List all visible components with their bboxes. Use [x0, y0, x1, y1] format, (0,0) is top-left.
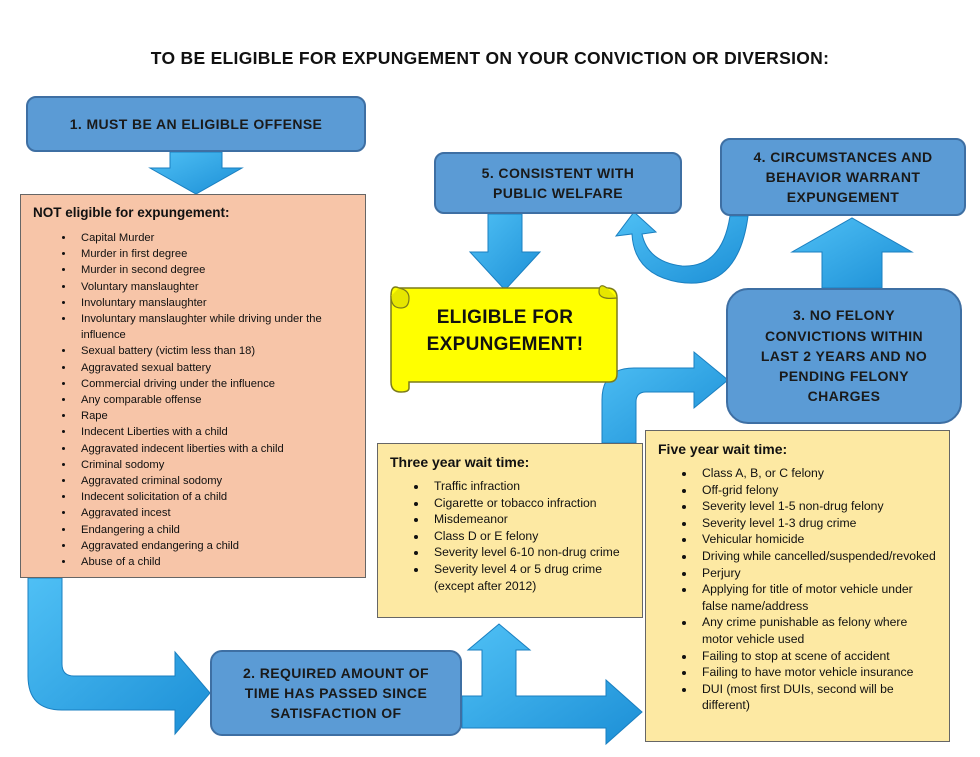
- five-year-list-box: Five year wait time: Class A, B, or C fe…: [645, 430, 950, 742]
- list-item: Aggravated criminal sodomy: [75, 473, 355, 489]
- list-item: Class A, B, or C felony: [696, 465, 939, 482]
- list-item: Sexual battery (victim less than 18): [75, 343, 355, 359]
- list-item: Severity level 4 or 5 drug crime (except…: [428, 561, 632, 594]
- arrow-step4-to-step5: [614, 211, 749, 284]
- list-item: Failing to stop at scene of accident: [696, 648, 939, 665]
- list-item: Cigarette or tobacco infraction: [428, 495, 632, 512]
- list-item: Rape: [75, 408, 355, 424]
- list-item: Endangering a child: [75, 522, 355, 538]
- page-title: TO BE ELIGIBLE FOR EXPUNGEMENT ON YOUR C…: [150, 48, 830, 68]
- not-eligible-list-box: NOT eligible for expungement: Capital Mu…: [20, 194, 366, 578]
- list-item: Off-grid felony: [696, 482, 939, 499]
- list-item: Aggravated indecent liberties with a chi…: [75, 441, 355, 457]
- list-item: Severity level 1-3 drug crime: [696, 515, 939, 532]
- arrow-step2-to-waits: [461, 623, 643, 746]
- list-item: Class D or E felony: [428, 528, 632, 545]
- eligible-banner-text: ELIGIBLE FOR EXPUNGEMENT!: [426, 307, 584, 355]
- list-item: Severity level 6-10 non-drug crime: [428, 544, 632, 561]
- arrow-step5-down: [468, 213, 542, 291]
- three-year-list: Traffic infraction Cigarette or tobacco …: [388, 478, 632, 594]
- step-3-no-felony: 3. NO FELONY CONVICTIONS WITHIN LAST 2 Y…: [726, 288, 962, 424]
- list-item: Involuntary manslaughter: [75, 295, 355, 311]
- list-item: Capital Murder: [75, 230, 355, 246]
- list-item: Driving while cancelled/suspended/revoke…: [696, 548, 939, 565]
- step-3-label: 3. NO FELONY CONVICTIONS WITHIN LAST 2 Y…: [760, 307, 928, 405]
- eligible-scroll-banner: [390, 285, 618, 393]
- step-2-required-time: 2. REQUIRED AMOUNT OF TIME HAS PASSED SI…: [210, 650, 462, 736]
- arrow-to-step2: [27, 577, 211, 736]
- step-4-circumstances: 4. CIRCUMSTANCES AND BEHAVIOR WARRANT EX…: [720, 138, 966, 216]
- list-item: Abuse of a child: [75, 554, 355, 570]
- list-item: Failing to have motor vehicle insurance: [696, 664, 939, 681]
- list-item: Vehicular homicide: [696, 531, 939, 548]
- list-item: Aggravated sexual battery: [75, 360, 355, 376]
- list-item: Severity level 1-5 non-drug felony: [696, 498, 939, 515]
- scroll-curl-right: [598, 285, 618, 299]
- step-5-public-welfare: 5. CONSISTENT WITH PUBLIC WELFARE: [434, 152, 682, 214]
- list-item: Indecent solicitation of a child: [75, 489, 355, 505]
- list-item: Applying for title of motor vehicle unde…: [696, 581, 939, 614]
- list-item: Voluntary manslaughter: [75, 279, 355, 295]
- scroll-curl-left: [390, 287, 410, 309]
- not-eligible-list: Capital Murder Murder in first degree Mu…: [31, 230, 355, 570]
- list-item: Criminal sodomy: [75, 457, 355, 473]
- list-item: Murder in first degree: [75, 246, 355, 262]
- arrow-step1-down: [148, 151, 244, 195]
- list-item: Misdemeanor: [428, 511, 632, 528]
- list-item: Perjury: [696, 565, 939, 582]
- five-year-title: Five year wait time:: [658, 441, 788, 457]
- list-item: Indecent Liberties with a child: [75, 424, 355, 440]
- three-year-list-box: Three year wait time: Traffic infraction…: [377, 443, 643, 618]
- five-year-list: Class A, B, or C felony Off-grid felony …: [656, 465, 939, 714]
- not-eligible-title: NOT eligible for expungement:: [33, 205, 230, 220]
- list-item: Any crime punishable as felony where mot…: [696, 614, 939, 647]
- list-item: Commercial driving under the influence: [75, 376, 355, 392]
- step-4-label: 4. CIRCUMSTANCES AND BEHAVIOR WARRANT EX…: [753, 148, 933, 206]
- step-2-label: 2. REQUIRED AMOUNT OF TIME HAS PASSED SI…: [243, 664, 429, 722]
- list-item: Murder in second degree: [75, 262, 355, 278]
- arrow-step3-up: [790, 217, 914, 289]
- list-item: Involuntary manslaughter while driving u…: [75, 311, 355, 343]
- list-item: Aggravated endangering a child: [75, 538, 355, 554]
- list-item: Any comparable offense: [75, 392, 355, 408]
- list-item: Aggravated incest: [75, 505, 355, 521]
- three-year-title: Three year wait time:: [390, 454, 530, 470]
- step-5-label: 5. CONSISTENT WITH PUBLIC WELFARE: [481, 164, 635, 201]
- step-1-eligible-offense: 1. MUST BE AN ELIGIBLE OFFENSE: [26, 96, 366, 152]
- scroll-shape: [390, 286, 618, 393]
- list-item: Traffic infraction: [428, 478, 632, 495]
- step-1-label: 1. MUST BE AN ELIGIBLE OFFENSE: [69, 115, 323, 132]
- list-item: DUI (most first DUIs, second will be dif…: [696, 681, 939, 714]
